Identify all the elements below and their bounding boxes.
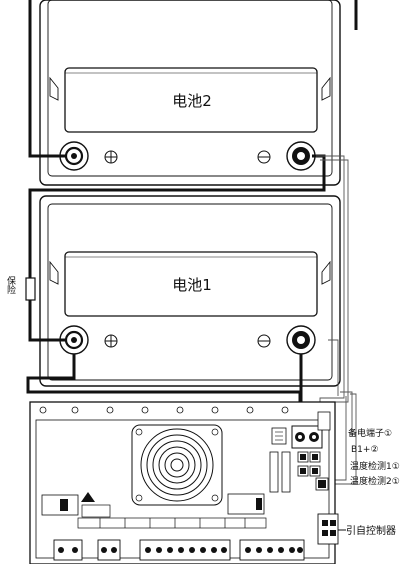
terminal-dots bbox=[300, 454, 326, 488]
fan-grille bbox=[131, 424, 223, 506]
controller-connector bbox=[317, 513, 346, 545]
mounting-holes bbox=[39, 406, 289, 414]
screw-heads bbox=[58, 547, 303, 553]
plus-icon bbox=[104, 150, 118, 164]
left-switch-panel bbox=[41, 492, 111, 518]
terminal-labels: 备电端子① B1+② 温度检测1① 温度检测2① 引自控制器 bbox=[346, 427, 400, 537]
battery-top: 电池2 bbox=[39, 0, 341, 186]
fuse: 保险 bbox=[5, 275, 36, 301]
battery-bottom: 电池1 bbox=[39, 195, 341, 387]
battery-terminal-block bbox=[271, 425, 323, 449]
right-switch-panel bbox=[227, 493, 265, 515]
label-temp-detect-1: 温度检测1① bbox=[350, 460, 400, 472]
label-from-controller: 引自控制器 bbox=[346, 524, 396, 537]
terminal-label-strip bbox=[77, 517, 267, 529]
controller-board bbox=[29, 401, 346, 564]
label-temp-detect-2: 温度检测2① bbox=[350, 475, 400, 487]
plus-icon bbox=[104, 334, 118, 348]
battery-top-label: 电池2 bbox=[172, 92, 212, 110]
fuse-label: 保险 bbox=[5, 275, 16, 295]
battery-top-positive-terminal bbox=[286, 141, 316, 171]
minus-icon bbox=[257, 334, 271, 348]
minus-icon bbox=[257, 150, 271, 164]
battery-bottom-positive-terminal bbox=[286, 325, 316, 355]
battery-bottom-label: 电池1 bbox=[172, 276, 212, 294]
label-b1-plus: B1+② bbox=[351, 445, 379, 455]
label-backup-terminal: 备电端子① bbox=[348, 427, 392, 439]
